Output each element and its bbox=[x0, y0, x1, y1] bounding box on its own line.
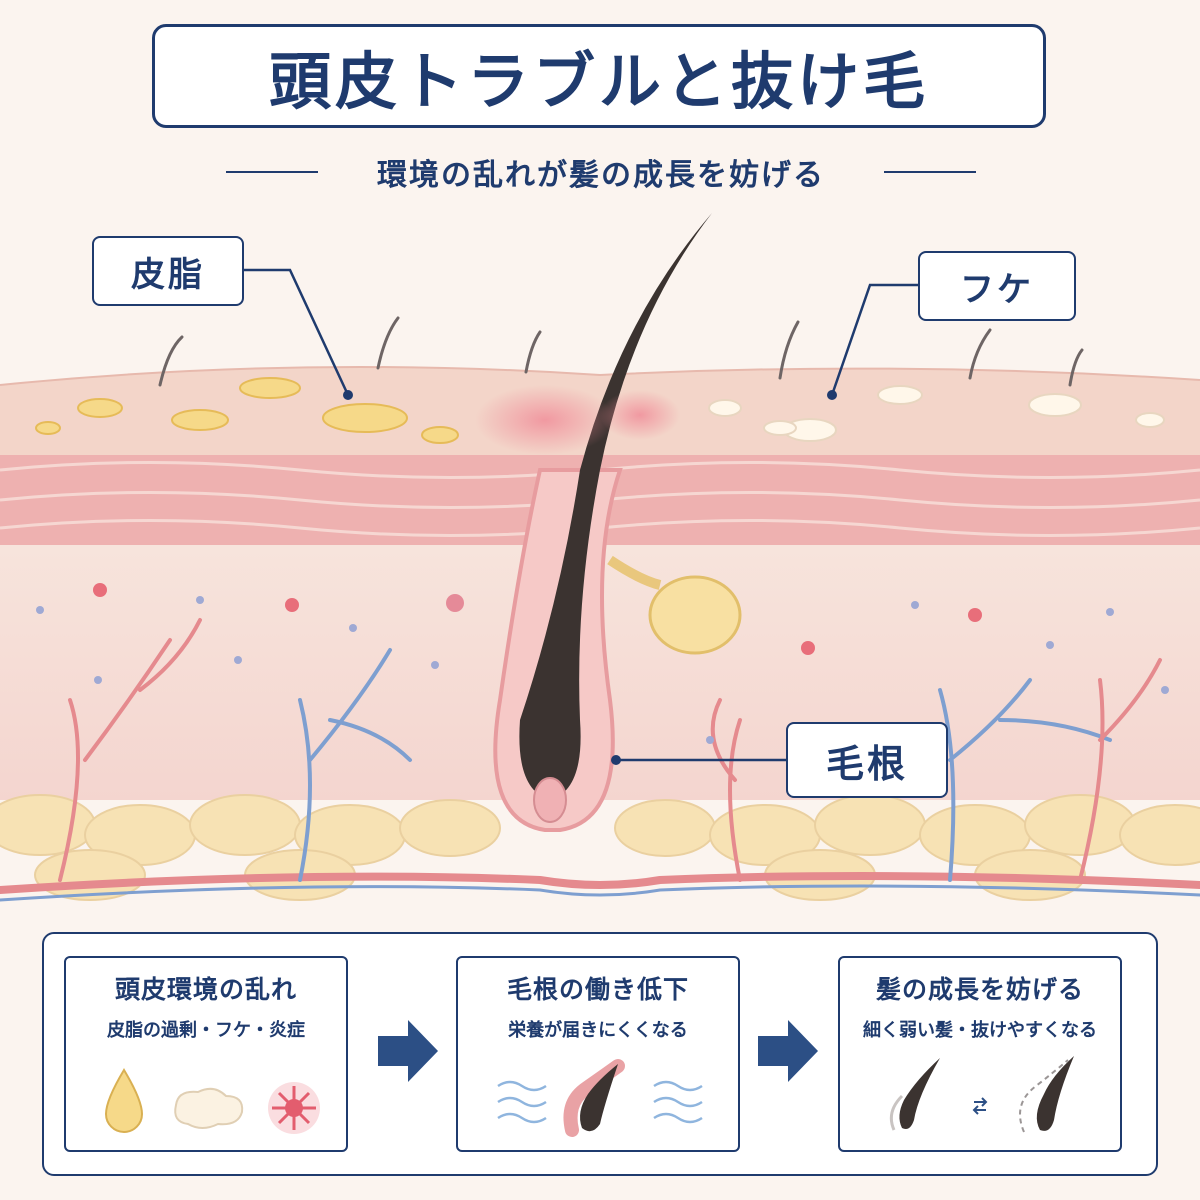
step-3-title: 髪の成長を妨げる bbox=[875, 975, 1084, 1004]
step-2-icons bbox=[497, 1059, 703, 1137]
arrow-icon-1 bbox=[378, 1020, 438, 1082]
hair-shaft bbox=[519, 213, 712, 800]
transition-icon bbox=[972, 1097, 988, 1115]
callout-sebum: 皮脂 bbox=[92, 236, 244, 306]
inflammation-icon bbox=[268, 1082, 320, 1134]
step-1-icons bbox=[104, 1068, 320, 1134]
arrow-icon-2 bbox=[758, 1020, 818, 1082]
dandruff-flake-icon bbox=[174, 1087, 244, 1129]
nutrient-flow-icon bbox=[497, 1080, 703, 1124]
dandruff-flakes bbox=[708, 385, 1165, 442]
fat-layer bbox=[0, 794, 1200, 901]
step-1-desc: 皮脂の過剰・フケ・炎症 bbox=[107, 1020, 305, 1041]
page-title: 頭皮トラブルと抜け毛 bbox=[268, 45, 929, 118]
step-3-icons bbox=[889, 1056, 1074, 1133]
process-panel: 頭皮環境の乱れ 皮脂の過剰・フケ・炎症 毛根の働き低下 栄養が届きにくくなる bbox=[42, 932, 1158, 1176]
inflammatory-cells bbox=[93, 583, 982, 655]
oil-drop-icon bbox=[104, 1068, 144, 1133]
step-2-desc: 栄養が届きにくくなる bbox=[508, 1020, 688, 1041]
sebum-deposits bbox=[35, 377, 459, 444]
dermal-papilla bbox=[533, 777, 567, 823]
step-3-desc: 細く弱い髪・抜けやすくなる bbox=[863, 1020, 1097, 1041]
step-card-3: 髪の成長を妨げる 細く弱い髪・抜けやすくなる bbox=[838, 956, 1122, 1152]
callout-hair-root: 毛根 bbox=[786, 722, 948, 798]
step-card-2: 毛根の働き低下 栄養が届きにくくなる bbox=[456, 956, 740, 1152]
callout-hair-root-label: 毛根 bbox=[825, 741, 908, 786]
shedding-hair-icon bbox=[1019, 1056, 1074, 1133]
step-card-1: 頭皮環境の乱れ 皮脂の過剰・フケ・炎症 bbox=[64, 956, 348, 1152]
callout-sebum-label: 皮脂 bbox=[131, 254, 205, 295]
blood-vessels bbox=[0, 618, 1200, 902]
page-subtitle: 環境の乱れが髪の成長を妨げる bbox=[377, 158, 825, 193]
callout-dandruff: フケ bbox=[918, 251, 1076, 321]
subtitle-rule-right bbox=[884, 171, 976, 173]
thin-hair-icon bbox=[889, 1058, 940, 1131]
step-1-title: 頭皮環境の乱れ bbox=[114, 975, 297, 1004]
step-2-title: 毛根の働き低下 bbox=[506, 975, 689, 1004]
sebaceous-gland bbox=[648, 575, 742, 655]
nutrient-dots bbox=[36, 596, 1169, 744]
hair-follicle-icon bbox=[563, 1059, 625, 1137]
callout-leaders bbox=[243, 268, 918, 762]
title-box: 頭皮トラブルと抜け毛 bbox=[152, 24, 1046, 128]
surface-hairs bbox=[158, 316, 1084, 387]
callout-dandruff-label: フケ bbox=[960, 269, 1034, 310]
subtitle-rule-left bbox=[226, 171, 318, 173]
subtitle-row: 環境の乱れが髪の成長を妨げる bbox=[226, 150, 976, 194]
inflammation-area bbox=[475, 385, 615, 455]
